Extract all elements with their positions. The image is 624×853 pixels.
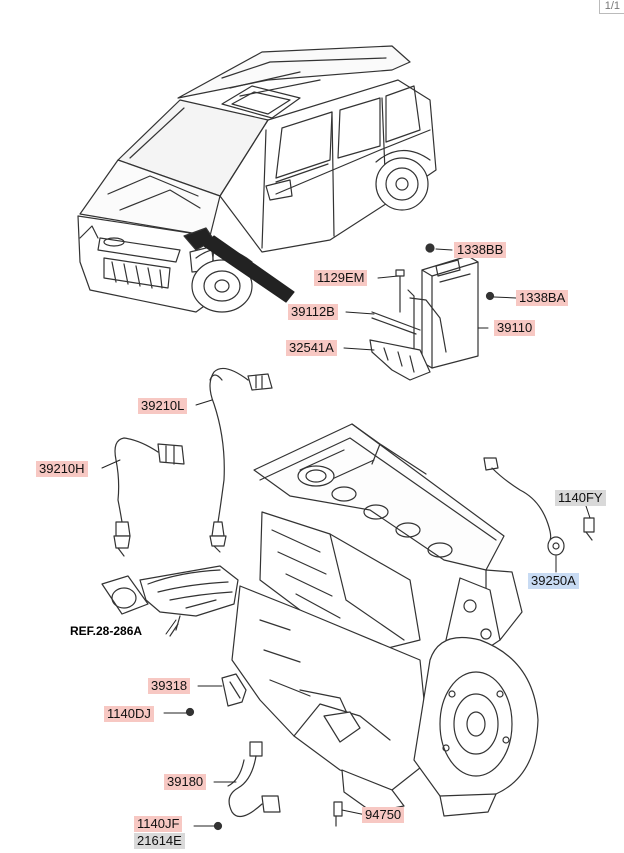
part-label-1338ba[interactable]: 1338BA	[516, 290, 569, 306]
part-label-1338bb[interactable]: 1338BB	[454, 242, 507, 258]
catalytic-converter	[101, 565, 239, 637]
part-label-32541a[interactable]: 32541A	[286, 340, 337, 356]
part-label-21614e[interactable]: 21614E	[134, 833, 185, 849]
ecu-module	[369, 243, 495, 381]
part-label-1140fy[interactable]: 1140FY	[555, 490, 606, 506]
oxygen-sensor-upstream	[209, 367, 273, 553]
part-label-39210l[interactable]: 39210L	[138, 398, 188, 414]
part-label-1140jf[interactable]: 1140JF	[134, 816, 183, 832]
part-label-94750[interactable]: 94750	[362, 807, 405, 823]
part-label-39250a[interactable]: 39250A	[528, 573, 579, 589]
part-label-39110[interactable]: 39110	[494, 320, 536, 336]
part-label-1140dj[interactable]: 1140DJ	[104, 706, 154, 722]
oil-pressure-sensor	[483, 457, 595, 556]
engine-block	[231, 423, 539, 817]
part-label-39180[interactable]: 39180	[164, 774, 207, 790]
cam-position-sensor	[185, 673, 247, 717]
oxygen-sensor-downstream	[113, 437, 185, 557]
part-label-39318[interactable]: 39318	[148, 678, 191, 694]
crank-position-sensor	[213, 741, 281, 831]
part-label-39112b[interactable]: 39112B	[288, 304, 338, 320]
knock-sensor	[333, 801, 343, 827]
page-number: 1/1	[598, 0, 624, 14]
reference-label[interactable]: REF.28-286A	[70, 624, 143, 638]
part-label-39210h[interactable]: 39210H	[36, 461, 88, 477]
part-label-1129em[interactable]: 1129EM	[314, 270, 368, 286]
vehicle-illustration	[77, 45, 437, 313]
